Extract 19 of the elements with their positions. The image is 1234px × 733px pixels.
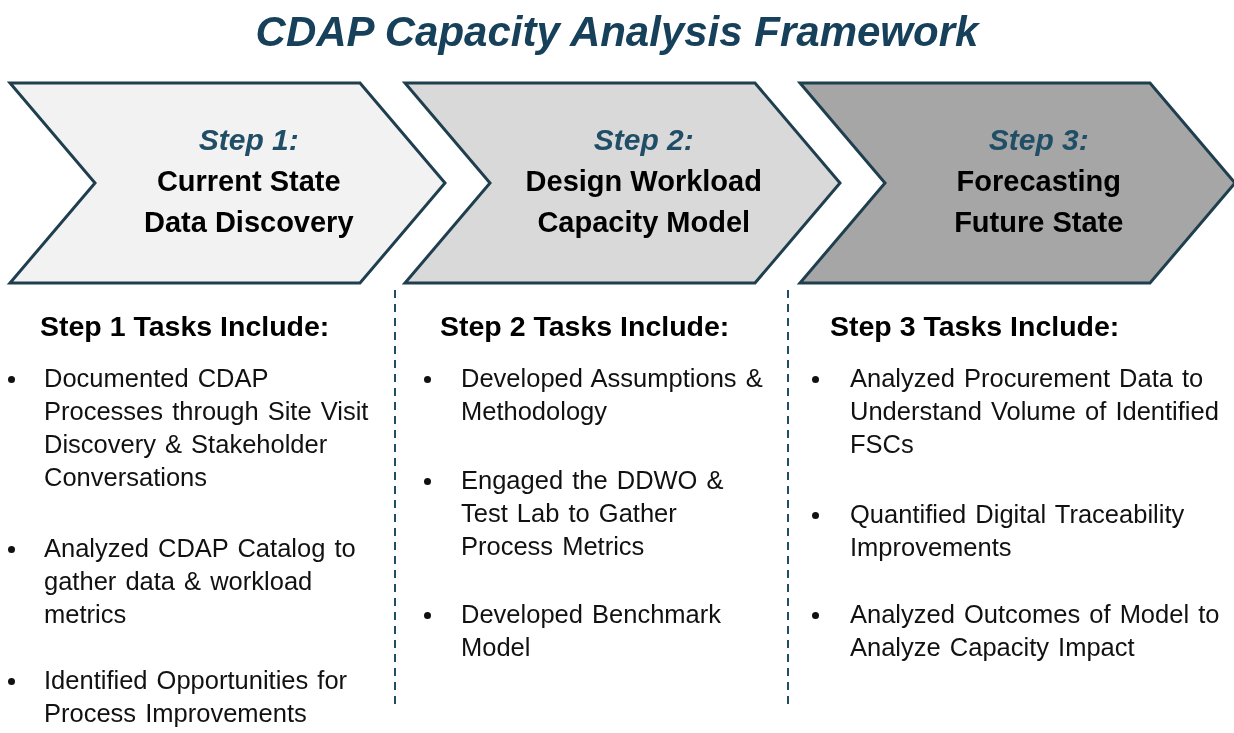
step-label: Step 2: <box>593 123 694 157</box>
tasks-heading: Step 1 Tasks Include: <box>40 310 330 343</box>
task-text: Engaged the DDWO & Test Lab to Gather Process Metrics <box>461 465 725 562</box>
step-title: Forecasting Future State <box>953 164 1125 240</box>
tasks-heading: Step 3 Tasks Include: <box>830 310 1120 343</box>
step-title: Current State Data Discovery <box>142 164 355 240</box>
task-text: Analyzed Outcomes of Model to Analyze Capacity Impact <box>850 599 1220 663</box>
step-label: Step 1: <box>198 123 299 157</box>
diagram-title: CDAP Capacity Analysis Framework <box>254 8 981 56</box>
task-text: Analyzed Procurement Data to Understand Volume of Identified FSCs <box>850 363 1220 460</box>
task-text: Quantified Digital Traceability Improvements <box>850 499 1186 563</box>
step-title: Design Workload Capacity Model <box>524 164 763 240</box>
step-label: Step 3: <box>988 123 1089 157</box>
tasks-heading: Step 2 Tasks Include: <box>440 310 730 343</box>
task-text: Documented CDAP Processes through Site Visit Discovery & Stakeholder Conversations <box>44 363 370 493</box>
task-text: Developed Benchmark Model <box>461 599 722 663</box>
task-text: Developed Assumptions & Methodology <box>461 363 763 427</box>
task-text: Analyzed CDAP Catalog to gather data & workload metrics <box>44 533 357 630</box>
task-text: Identified Opportunities for Process Improvements <box>44 665 349 729</box>
